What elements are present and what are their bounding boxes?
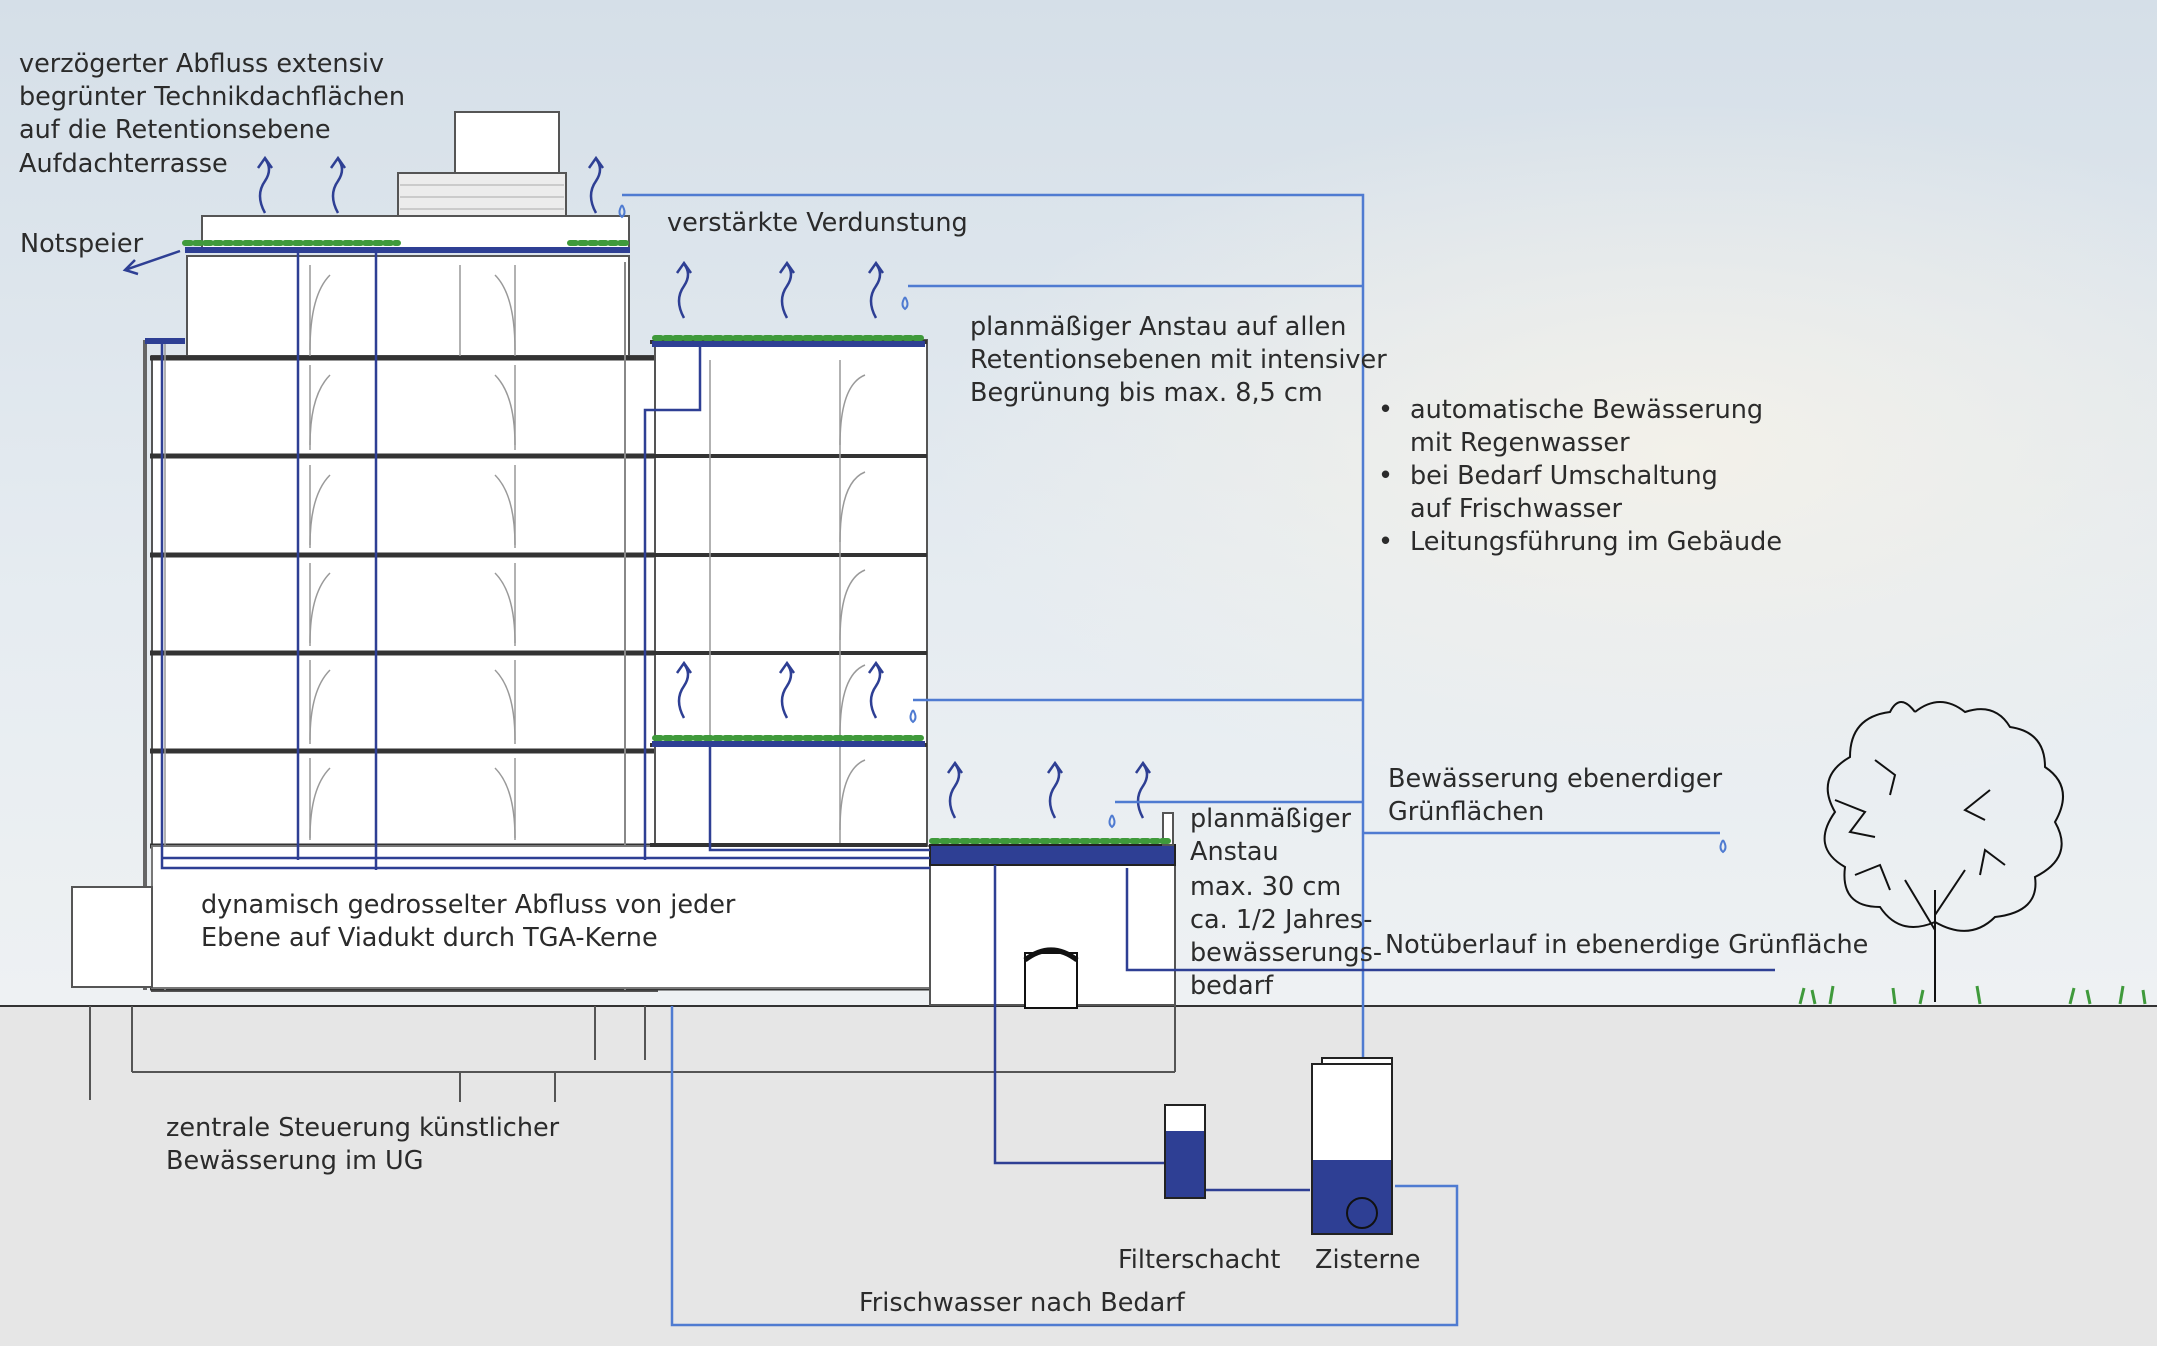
notspeier-label: Notspeier xyxy=(20,229,144,259)
green-roofs xyxy=(182,240,1173,844)
tree xyxy=(1823,701,2064,1002)
evaporation-arrows xyxy=(256,155,1152,819)
viaduct-block xyxy=(929,812,1176,1009)
filter-shaft-label: Filterschacht xyxy=(1118,1245,1281,1275)
ground xyxy=(0,1006,2157,1346)
irrigation-bullet-1: automatische Bewässerung mit Regenwasser xyxy=(1378,394,1782,460)
irrigation-bullet-2: bei Bedarf Umschaltung auf Frischwasser xyxy=(1378,460,1782,526)
water-drops xyxy=(618,204,1727,854)
roof-runoff-line-3: auf die Retentionsebene xyxy=(19,115,331,145)
viaduct-retention-line-2: Anstau xyxy=(1190,837,1279,867)
main-building xyxy=(71,111,1176,1102)
roof-runoff-line-1: verzögerter Abfluss extensiv xyxy=(19,49,385,79)
viaduct-retention-line-5: bewässerungs- xyxy=(1190,938,1383,968)
planned-retention-line-3: Begrünung bis max. 8,5 cm xyxy=(970,378,1323,408)
evaporation-label: verstärkte Verdunstung xyxy=(667,208,968,238)
ground-irrigation-line-1: Bewässerung ebenerdiger xyxy=(1388,764,1723,794)
dynamic-runoff-line-1: dynamisch gedrosselter Abfluss von jeder xyxy=(201,890,736,920)
cistern xyxy=(1311,1057,1393,1235)
water-pipes xyxy=(622,193,1720,1327)
drainage-lines xyxy=(160,253,1775,1192)
irrigation-bullet-list: automatische Bewässerung mit Regenwasser… xyxy=(1378,394,1782,559)
cistern-label: Zisterne xyxy=(1315,1245,1421,1275)
viaduct-retention-line-6: bedarf xyxy=(1190,971,1274,1001)
dynamic-runoff-line-2: Ebene auf Viadukt durch TGA-Kerne xyxy=(201,923,658,953)
planned-retention-line-1: planmäßiger Anstau auf allen xyxy=(970,312,1347,342)
ground-irrigation-line-2: Grünflächen xyxy=(1388,797,1545,827)
terrace-block xyxy=(650,339,928,847)
viaduct-retention-line-3: max. 30 cm xyxy=(1190,872,1342,902)
emergency-overflow-label: Notüberlauf in ebenerdige Grünfläche xyxy=(1385,930,1869,960)
retention-layers xyxy=(145,247,925,747)
fresh-water-label: Frischwasser nach Bedarf xyxy=(859,1288,1185,1318)
grass xyxy=(1798,985,2147,1005)
viaduct-retention-line-4: ca. 1/2 Jahres- xyxy=(1190,905,1373,935)
filter-shaft xyxy=(1164,1104,1206,1199)
roof-runoff-line-4: Aufdachterrasse xyxy=(19,149,228,179)
roof-runoff-line-2: begrünter Technikdachflächen xyxy=(19,82,405,112)
viaduct-retention-line-1: planmäßiger xyxy=(1190,804,1352,834)
central-control-line-1: zentrale Steuerung künstlicher xyxy=(166,1113,560,1143)
irrigation-bullet-3: Leitungsführung im Gebäude xyxy=(1378,526,1782,559)
planned-retention-line-2: Retentionsebenen mit intensiver xyxy=(970,345,1387,375)
notspeier-arrow xyxy=(122,249,181,276)
central-control-line-2: Bewässerung im UG xyxy=(166,1146,424,1176)
